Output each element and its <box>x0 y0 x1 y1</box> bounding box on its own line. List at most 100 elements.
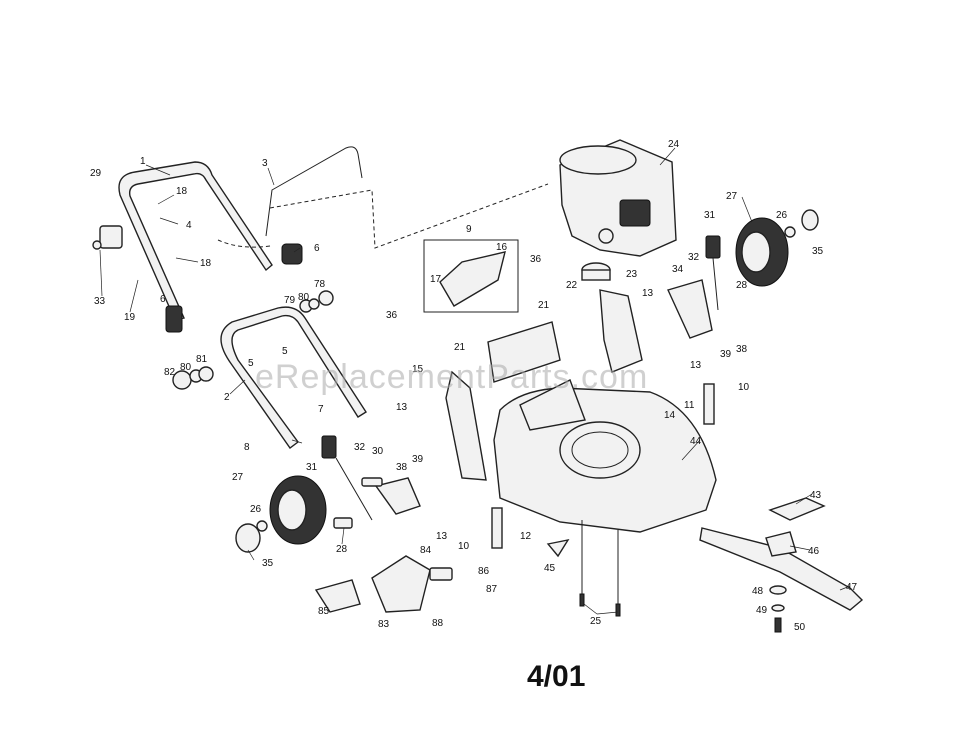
callout-82: 82 <box>164 367 176 378</box>
callout-86: 86 <box>478 566 490 577</box>
callout-9: 9 <box>466 224 472 235</box>
handle-bracket <box>92 225 123 250</box>
callout-81: 81 <box>196 354 208 365</box>
callout-39b: 39 <box>412 454 424 465</box>
handle-knob-right <box>281 243 303 265</box>
callout-84: 84 <box>420 545 432 556</box>
height-adjuster-right <box>667 235 721 339</box>
callout-1: 1 <box>140 156 146 167</box>
leader-lines <box>99 147 851 615</box>
height-adjuster-left <box>321 435 421 521</box>
control-cable <box>269 183 549 249</box>
blade-adapter <box>765 497 826 557</box>
callout-46: 46 <box>808 546 820 557</box>
callout-4: 4 <box>186 220 192 231</box>
callout-35a: 35 <box>812 246 824 257</box>
callout-34: 34 <box>672 264 684 275</box>
callout-5a: 5 <box>248 358 254 369</box>
callout-labels: 1 2 3 4 5 5 6 6 7 8 9 10 10 11 12 13 13 … <box>90 139 858 633</box>
callout-24: 24 <box>668 139 680 150</box>
callout-7: 7 <box>318 404 324 415</box>
callout-27a: 27 <box>726 191 738 202</box>
callout-88: 88 <box>432 618 444 629</box>
callout-18a: 18 <box>176 186 188 197</box>
callout-48: 48 <box>752 586 764 597</box>
callout-26a: 26 <box>776 210 788 221</box>
callout-47: 47 <box>846 582 858 593</box>
callout-45: 45 <box>544 563 556 574</box>
engine-pulley <box>581 262 611 281</box>
callout-25: 25 <box>590 616 602 627</box>
callout-27b: 27 <box>232 472 244 483</box>
callout-50: 50 <box>794 622 806 633</box>
callout-23: 23 <box>626 269 638 280</box>
callout-33: 33 <box>94 296 106 307</box>
pivot-arm-right <box>703 383 715 425</box>
mower-deck <box>493 379 717 533</box>
rear-wheel-right <box>735 209 819 287</box>
callout-38a: 38 <box>736 344 748 355</box>
engine <box>559 139 677 257</box>
callout-13b: 13 <box>690 360 702 371</box>
callout-28b: 28 <box>336 544 348 555</box>
callout-6b: 6 <box>160 294 166 305</box>
callout-32b: 32 <box>354 442 366 453</box>
callout-13c: 13 <box>396 402 408 413</box>
front-bracket <box>445 370 487 481</box>
callout-8: 8 <box>244 442 250 453</box>
callout-39a: 39 <box>720 349 732 360</box>
callout-36a: 36 <box>530 254 542 265</box>
handle-knob-left <box>165 305 183 333</box>
callout-79: 79 <box>284 295 296 306</box>
callout-36b: 36 <box>386 310 398 321</box>
callout-85: 85 <box>318 606 330 617</box>
callout-29: 29 <box>90 168 102 179</box>
cutting-blade <box>699 527 864 611</box>
callout-35b: 35 <box>262 558 274 569</box>
callout-12: 12 <box>520 531 532 542</box>
callout-5b: 5 <box>282 346 288 357</box>
callout-31a: 31 <box>704 210 716 221</box>
callout-28a: 28 <box>736 280 748 291</box>
lower-handle <box>220 306 367 449</box>
mulch-plug-83 <box>371 555 431 613</box>
callout-18b: 18 <box>200 258 212 269</box>
callout-13a: 13 <box>642 288 654 299</box>
callout-32a: 32 <box>688 252 700 263</box>
revision-date-code: 4/01 <box>527 660 586 693</box>
callout-2: 2 <box>224 392 230 403</box>
callout-13d: 13 <box>436 531 448 542</box>
upper-handle <box>118 161 273 321</box>
callout-15: 15 <box>412 364 424 375</box>
callout-6a: 6 <box>314 243 320 254</box>
callout-80b: 80 <box>180 362 192 373</box>
rear-skirt <box>487 321 561 383</box>
callout-87: 87 <box>486 584 498 595</box>
callout-17: 17 <box>430 274 442 285</box>
deflector-85 <box>314 579 361 613</box>
callout-19: 19 <box>124 312 136 323</box>
callout-38b: 38 <box>396 462 408 473</box>
wheel-hardware-left <box>172 366 214 390</box>
wheel-hardware-upper <box>299 290 334 313</box>
callout-83: 83 <box>378 619 390 630</box>
control-bail <box>217 146 363 248</box>
callout-26b: 26 <box>250 504 262 515</box>
blade-bolt-stack <box>769 585 787 633</box>
callout-16: 16 <box>496 242 508 253</box>
callout-21a: 21 <box>538 300 550 311</box>
callout-14: 14 <box>664 410 676 421</box>
baffle-assembly-box <box>423 239 519 313</box>
bolts-25 <box>579 593 621 617</box>
hinge-84 <box>429 567 453 581</box>
rear-wheel-left <box>235 475 353 553</box>
callout-49: 49 <box>756 605 768 616</box>
callout-3: 3 <box>262 158 268 169</box>
callout-22: 22 <box>566 280 578 291</box>
callout-31b: 31 <box>306 462 318 473</box>
callout-11: 11 <box>684 400 695 411</box>
callout-21b: 21 <box>454 342 466 353</box>
callout-43: 43 <box>810 490 822 501</box>
